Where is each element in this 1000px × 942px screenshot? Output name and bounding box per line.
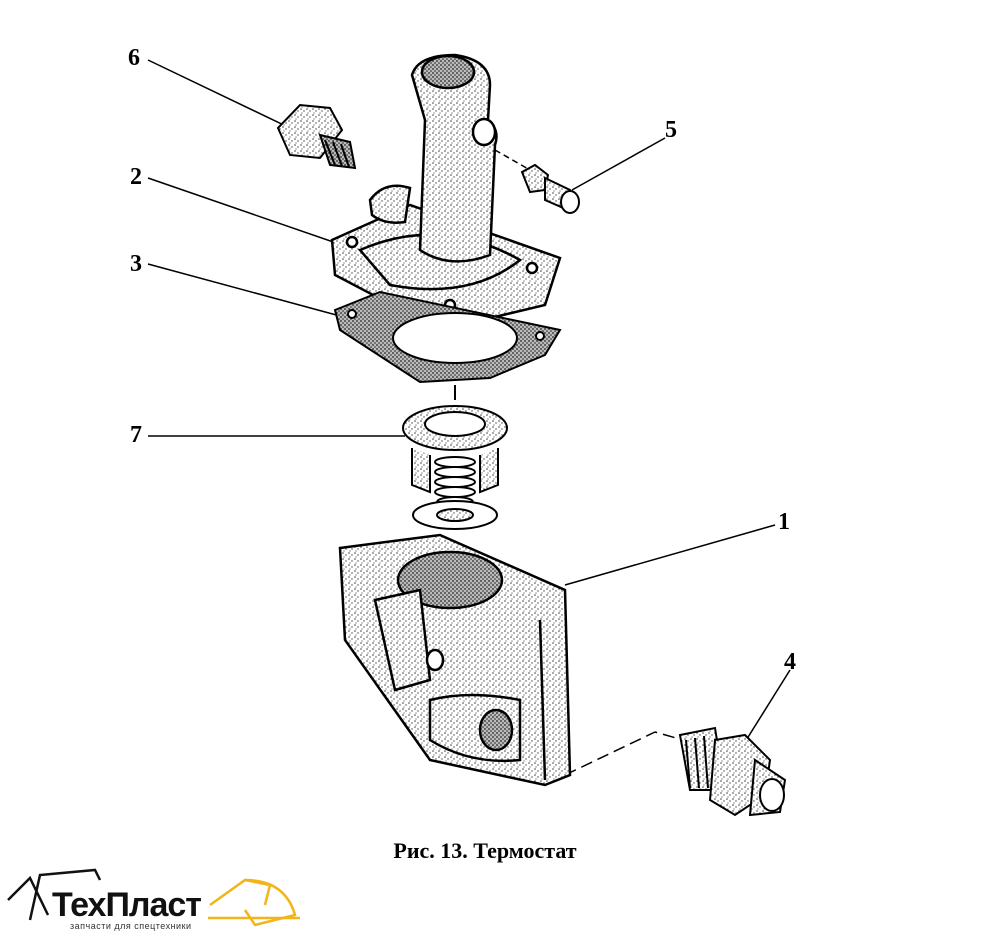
leader-lines xyxy=(147,59,791,776)
callout-3: 3 xyxy=(130,251,142,277)
callout-4: 4 xyxy=(784,649,796,675)
leader-3 xyxy=(147,263,341,317)
part-5-fitting xyxy=(520,163,580,214)
leader-5 xyxy=(571,137,666,191)
callout-6: 6 xyxy=(128,45,140,71)
part-7-thermostat xyxy=(402,385,508,530)
callout-5: 5 xyxy=(665,117,677,143)
part-3-gasket xyxy=(333,290,562,384)
logo-tagline: запчасти для спецтехники xyxy=(70,921,192,931)
dashed-connector-4 xyxy=(564,731,691,776)
dashed-connector-5 xyxy=(494,149,531,171)
part-4-union xyxy=(678,726,787,817)
leader-4 xyxy=(739,669,791,751)
leader-2 xyxy=(147,177,343,246)
logo-mark xyxy=(7,868,300,927)
figure-caption: Рис. 13. Термостат xyxy=(393,838,577,863)
leader-6 xyxy=(147,59,291,129)
part-1-housing xyxy=(338,533,572,787)
part-2-cover xyxy=(330,53,562,332)
leader-1 xyxy=(564,524,776,586)
logo-name: ТехПласт xyxy=(52,886,202,924)
callout-7: 7 xyxy=(130,422,142,448)
callout-1: 1 xyxy=(778,509,790,535)
part-6-plug xyxy=(276,103,357,170)
callout-2: 2 xyxy=(130,164,142,190)
